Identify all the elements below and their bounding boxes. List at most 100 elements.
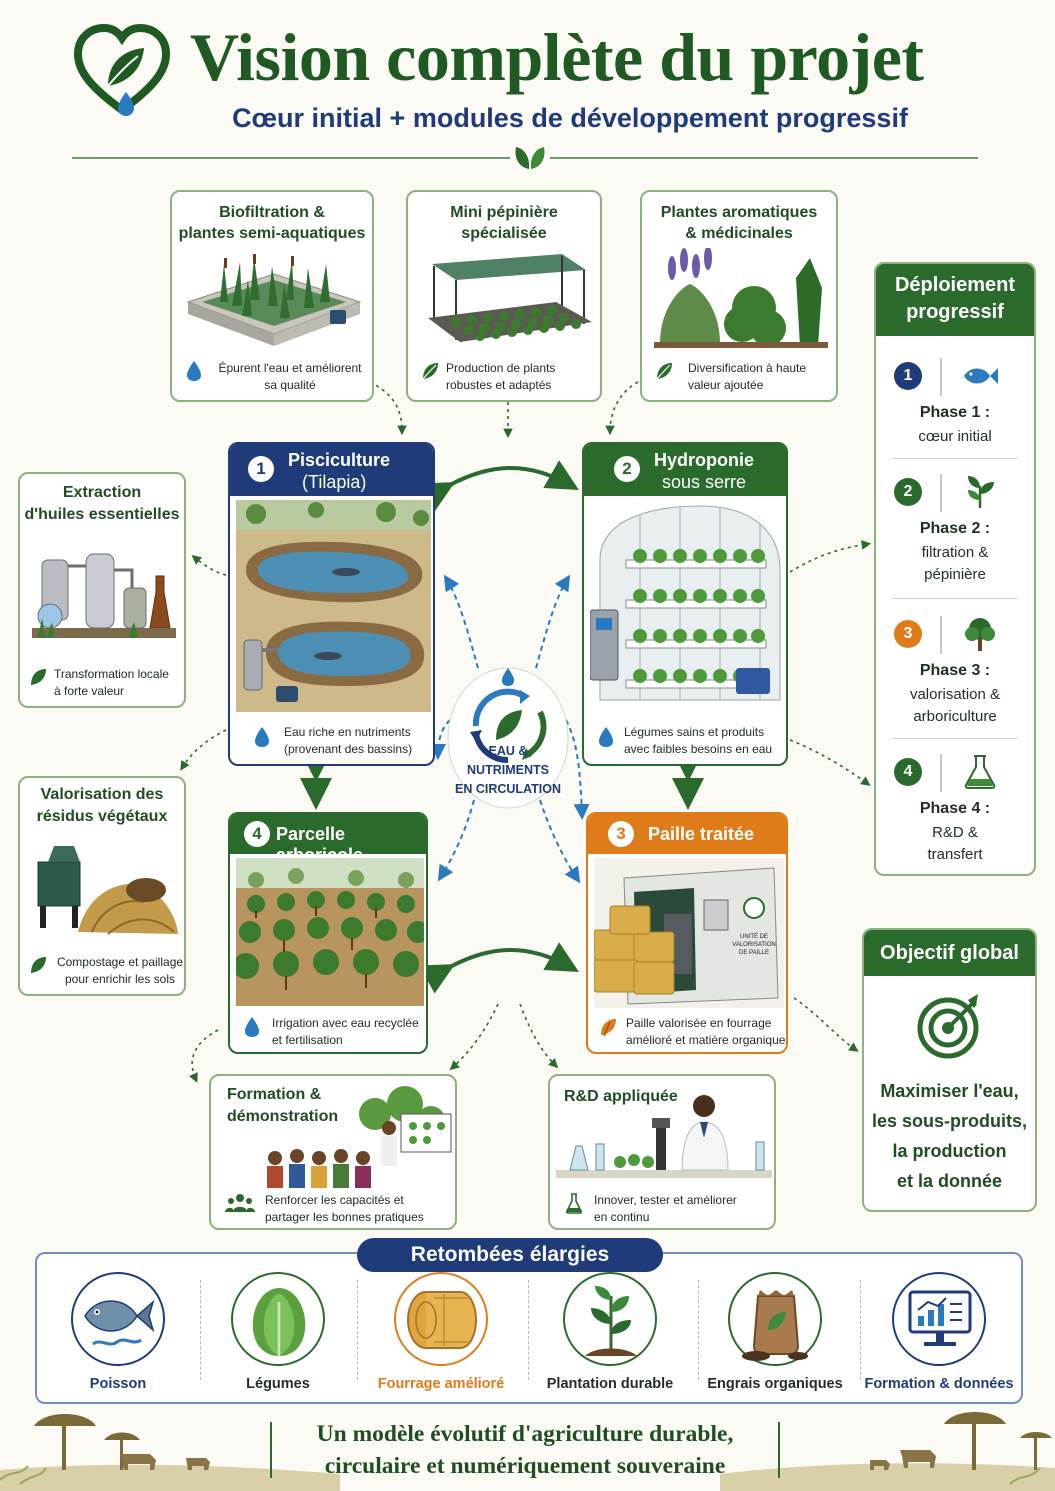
fish-ponds-illustration [236, 500, 431, 712]
flask-icon [964, 755, 996, 789]
sidebar-header: Déploiement progressif [876, 264, 1034, 336]
phase-item: 3 Phase 3 : valorisation & arboriculture [876, 616, 1034, 760]
phase-text-line2: pépinière [924, 566, 986, 583]
phase-divider [940, 358, 942, 396]
straw-icon [601, 1019, 616, 1037]
module-header: 2 Hydroponie sous serre [584, 444, 786, 496]
module-pisciculture: 1 Pisciculture (Tilapia) Eau riche en nu… [228, 442, 435, 766]
phase-title: Phase 2 : [919, 520, 991, 537]
tree-icon [965, 618, 995, 651]
outcome-item: Engrais organiques [700, 1270, 850, 1400]
phase-title: Phase 4 : [919, 800, 991, 817]
machine-label-line3: DE PAILLE [739, 950, 769, 956]
card-rd-appliquee: R&D appliquée Innover, tester et amélior… [548, 1074, 776, 1230]
card-desc-line1: Innover, tester et améliorer [594, 1193, 737, 1207]
page-subtitle: Cœur initial + modules de développement … [232, 103, 908, 133]
training-group-illustration [267, 1086, 452, 1188]
phase-divider [940, 474, 942, 512]
outcome-separator [528, 1280, 529, 1380]
card-desc-line2: partager les bonnes pratiques [265, 1210, 424, 1224]
card-desc-line1: Transformation locale [54, 667, 169, 681]
heart-leaf-logo-icon [73, 23, 171, 116]
module-title-line2: (Tilapia) [302, 472, 367, 492]
fertilizer-bag-icon [742, 1290, 808, 1361]
water-nutrient-cycle-icon [447, 667, 569, 809]
card-title-line2: plantes semi-aquatiques [178, 225, 366, 242]
module-hydroponie: 2 Hydroponie sous serre Légumes sains et… [582, 442, 788, 766]
module-paille-traitee: 3 Paille traitée UNITÉ DE VALORISATION D… [586, 812, 788, 1054]
outcome-label: Formation & données [864, 1376, 1014, 1392]
footer-bar-left [270, 1422, 272, 1478]
objective-text: Maximiser l'eau, les sous-produits, la p… [870, 1076, 1029, 1196]
card-desc-line1: Renforcer les capacités et [265, 1193, 404, 1207]
card-title-line2: démonstration [227, 1108, 339, 1125]
module-title-line1: Paille traitée [648, 824, 755, 844]
compost-shredder-illustration [37, 846, 178, 935]
phase-title: Phase 3 : [919, 662, 991, 679]
data-screen-icon [908, 1290, 972, 1346]
card-title-line2: d'huiles essentielles [24, 506, 180, 523]
biofiltration-pond-illustration [186, 254, 362, 346]
outcome-icon-circle [563, 1272, 657, 1366]
footer-line2: circulaire et numériquement souveraine [324, 1453, 726, 1479]
module-desc-line1: Irrigation avec eau recyclée [272, 1016, 419, 1030]
card-pepiniere: Mini pépinière spécialisée Production de… [406, 190, 602, 402]
hub-label-line3: EN CIRCULATION [454, 782, 561, 796]
card-desc-line2: pour enrichir les sols [64, 972, 176, 986]
hub-label-line1: EAU & [488, 744, 528, 758]
outcome-item: Fourrage amélioré [366, 1270, 516, 1400]
flask-icon [565, 1193, 583, 1214]
water-drop-icon [599, 727, 613, 747]
phase-text-line1: valorisation & [909, 686, 1001, 703]
module-desc-line2: avec faibles besoins en eau [624, 742, 773, 756]
phase-number: 3 [894, 620, 922, 648]
phase-divider [940, 754, 942, 792]
hub-label: EAU & NUTRIMENTS EN CIRCULATION [448, 742, 568, 799]
sidebar-title-line2: progressif [906, 301, 1004, 323]
card-huiles-essentielles: Extraction d'huiles essentielles Transfo… [18, 472, 186, 708]
card-desc-line2: en continu [594, 1210, 650, 1224]
outcome-icon-circle [728, 1272, 822, 1366]
savanna-landscape-illustration [0, 1412, 1055, 1491]
card-title-line2: résidus végétaux [36, 808, 168, 825]
outcome-label: Poisson [89, 1376, 147, 1392]
sidebar-title-line1: Déploiement [894, 274, 1016, 296]
outcome-icon-circle [231, 1272, 325, 1366]
card-residus-vegetaux: Valorisation des résidus végétaux Compos… [18, 776, 186, 996]
card-title-line2: spécialisée [461, 225, 547, 242]
card-title-line1: Formation & [227, 1086, 322, 1103]
objective-line4: et la donnée [896, 1171, 1003, 1191]
objective-card: Objectif global Maximiser l'eau, les sou… [862, 928, 1037, 1212]
module-desc-line1: Eau riche en nutriments [284, 725, 411, 739]
card-title-line1: Mini pépinière [450, 204, 558, 221]
card-desc-line1: Compostage et paillage [56, 955, 184, 969]
outcome-item: Poisson [43, 1270, 193, 1400]
outcome-icon-circle [892, 1272, 986, 1366]
module-title-line1: Hydroponie [654, 450, 755, 470]
phase-title: Phase 1 : [919, 404, 991, 421]
outcome-label: Plantation durable [546, 1376, 674, 1392]
module-parcelle-arboricole: 4 Parcelle arboricole Irrigation avec ea… [228, 812, 428, 1054]
phase-text-line1: filtration & [921, 544, 989, 561]
hub-label-line2: NUTRIMENTS [467, 763, 549, 777]
card-desc-line2: à forte valeur [54, 684, 125, 698]
card-biofiltration: Biofiltration & plantes semi-aquatiques … [170, 190, 374, 402]
objective-line2: les sous-produits, [871, 1111, 1028, 1131]
objective-title: Objectif global [864, 930, 1035, 976]
module-title-line1: Pisciculture [288, 450, 391, 470]
phase-number: 1 [894, 362, 922, 390]
outcome-label: Légumes [246, 1376, 310, 1392]
card-title-line1: Extraction [62, 484, 142, 501]
outcome-separator [200, 1280, 201, 1380]
outcome-item: Formation & données [864, 1270, 1014, 1400]
module-header: 3 Paille traitée [588, 814, 786, 854]
phase-separator [892, 738, 1018, 739]
card-formation: Formation & démonstration Renforcer les … [209, 1074, 457, 1230]
footer-tagline: Un modèle évolutif d'agriculture durable… [270, 1418, 780, 1482]
aromatic-plants-illustration [654, 248, 828, 348]
card-aromatiques: Plantes aromatiques & médicinales Divers… [640, 190, 838, 402]
plant-icon [585, 1286, 637, 1356]
phase-item: 2 Phase 2 : filtration & pépinière [876, 474, 1034, 618]
phase-item: 1 Phase 1 : cœur initial [876, 358, 1034, 502]
card-desc-line2: sa qualité [264, 378, 316, 392]
